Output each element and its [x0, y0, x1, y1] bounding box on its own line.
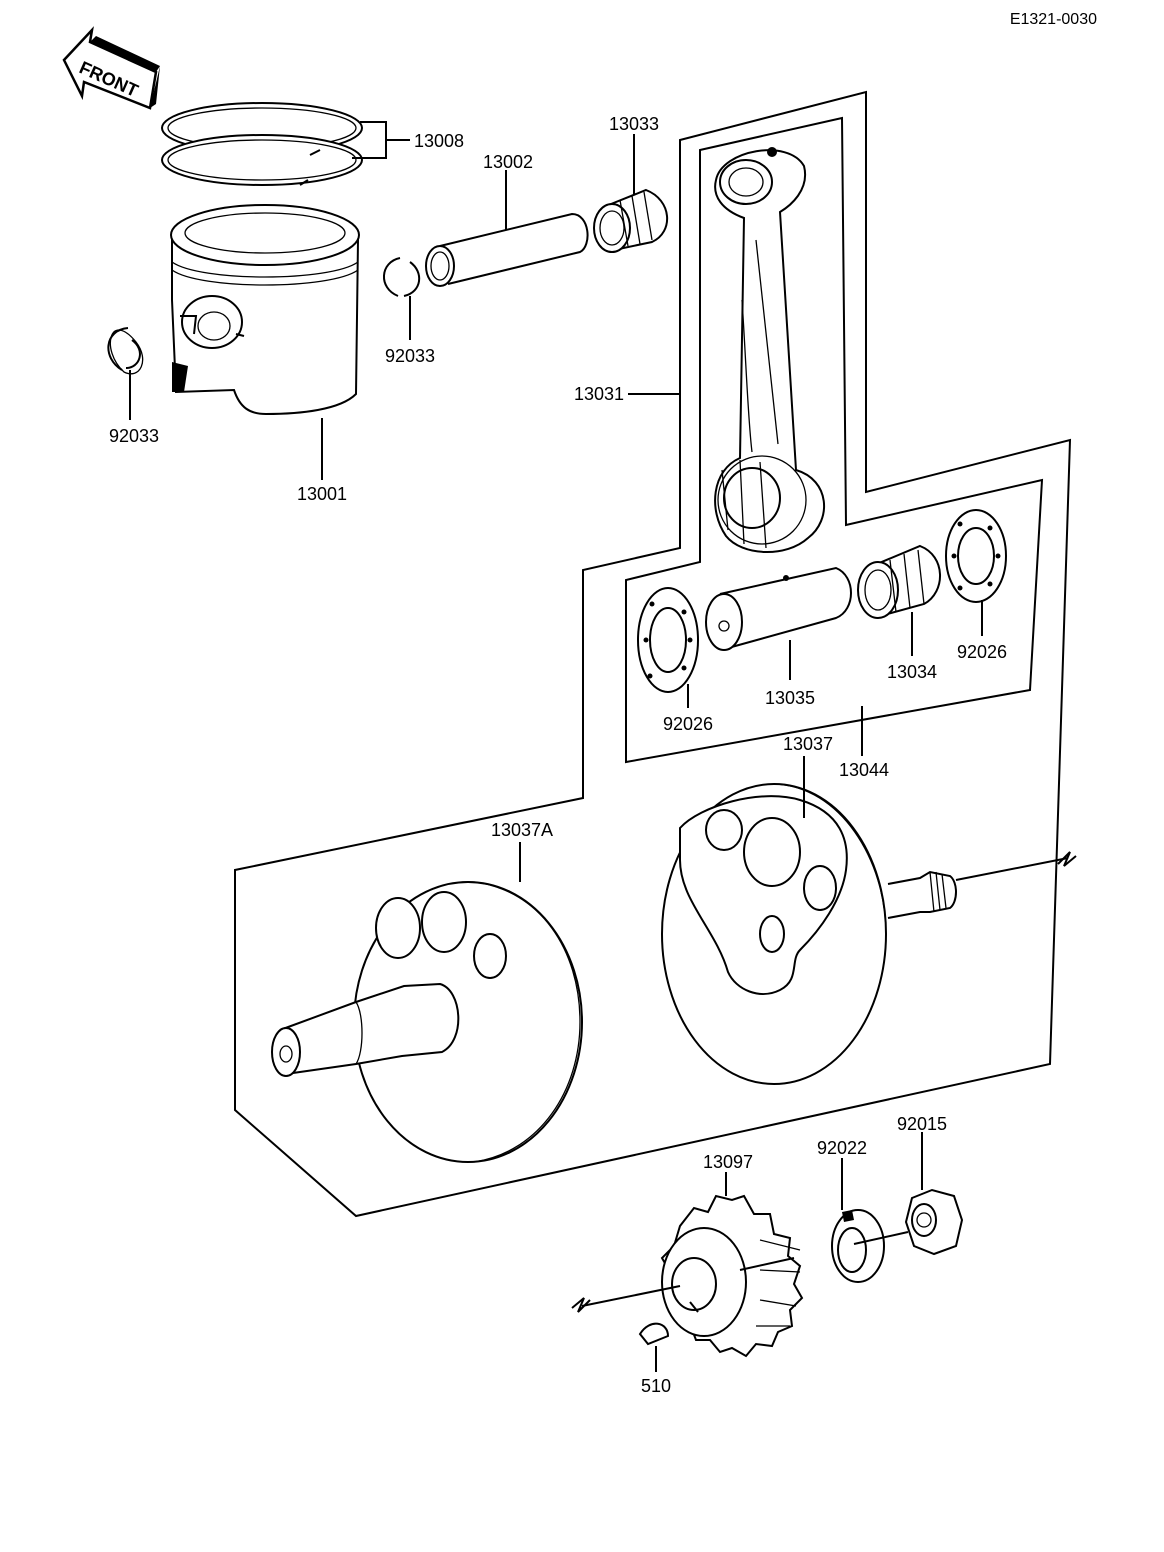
label-big-end-bearing: 13034 — [887, 662, 937, 682]
label-woodruff-key: 510 — [641, 1376, 671, 1396]
big-end-bearing — [857, 544, 941, 619]
label-crank-pin: 13035 — [765, 688, 815, 708]
piston — [170, 204, 360, 416]
label-lock-washer: 92022 — [817, 1138, 867, 1158]
label-piston-rings: 13008 — [414, 131, 464, 151]
axis-line-right — [955, 857, 1069, 881]
nut — [904, 1188, 964, 1256]
label-washer-left: 92026 — [663, 714, 713, 734]
label-nut: 92015 — [897, 1114, 947, 1134]
label-snap-ring-right: 92033 — [385, 346, 435, 366]
label-piston: 13001 — [297, 484, 347, 504]
label-connecting-rod: 13031 — [574, 384, 624, 404]
conrod-assembly-outline — [625, 116, 1044, 764]
piston-pin — [425, 212, 589, 287]
label-primary-gear: 13097 — [703, 1152, 753, 1172]
label-piston-pin: 13002 — [483, 152, 533, 172]
washer-right — [945, 509, 1007, 603]
woodruff-key — [638, 1322, 670, 1346]
axis-break-gear-icon — [571, 1297, 591, 1313]
label-conrod-assy: 13044 — [839, 760, 889, 780]
crankshaft-right — [661, 783, 957, 1085]
front-arrow-icon: FRONT — [62, 26, 160, 110]
snap-ring-right — [383, 257, 420, 297]
crank-pin — [705, 566, 852, 651]
document-code: E1321-0030 — [1010, 11, 1097, 28]
label-small-end-bearing: 13033 — [609, 114, 659, 134]
lock-washer — [831, 1209, 885, 1283]
piston-rings-leader — [352, 121, 410, 159]
axis-break-right-icon — [1057, 851, 1077, 867]
primary-gear — [660, 1194, 804, 1358]
label-snap-ring-left: 92033 — [109, 426, 159, 446]
crankshaft-assembly-outline — [234, 90, 1072, 1218]
small-end-bearing — [593, 188, 668, 253]
crankshaft-left — [271, 881, 583, 1163]
washer-left — [637, 587, 699, 693]
piston-rings — [161, 102, 363, 186]
connecting-rod — [714, 147, 826, 553]
axis-line-gear — [581, 1231, 909, 1307]
label-washer-right: 92026 — [957, 642, 1007, 662]
label-crankshaft-right: 13037 — [783, 734, 833, 754]
label-crankshaft-left: 13037A — [491, 820, 553, 840]
